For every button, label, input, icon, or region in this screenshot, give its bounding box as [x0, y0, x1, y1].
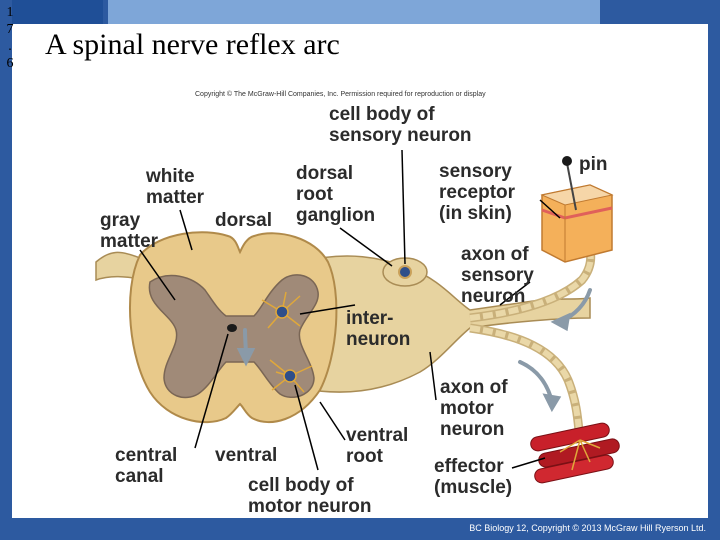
label-dorsal: dorsal	[215, 210, 273, 231]
top-banner-center	[108, 0, 600, 24]
label-central-canal: central canal	[115, 445, 178, 487]
left-border	[0, 0, 12, 540]
top-banner	[0, 0, 720, 24]
top-banner-right	[604, 0, 720, 24]
footer-bar	[0, 518, 720, 540]
central-canal	[227, 324, 237, 332]
slide-number-digit: .	[8, 39, 12, 54]
footer-copyright: BC Biology 12, Copyright © 2013 McGraw H…	[469, 523, 706, 533]
label-cell-body-sensory: cell body of sensory neuron	[329, 104, 472, 146]
leader-lines	[139, 149, 561, 471]
label-cell-body-motor: cell body of motor neuron	[248, 475, 372, 517]
pin-icon	[562, 156, 577, 211]
label-dorsal-root-ganglion: dorsal root ganglion	[296, 163, 376, 226]
label-axon-motor: axon of motor neuron	[440, 377, 508, 440]
slide-title: A spinal nerve reflex arc	[45, 28, 340, 61]
skin-block	[540, 184, 614, 263]
motor-neuron	[269, 359, 313, 393]
label-gray-matter: gray matter	[100, 210, 159, 252]
label-ventral-root: ventral root	[346, 425, 409, 467]
label-sensory-receptor: sensory receptor (in skin)	[439, 161, 516, 224]
figure-copyright: Copyright © The McGraw-Hill Companies, I…	[195, 91, 486, 98]
interneuron	[261, 291, 301, 329]
impulse-arrows	[236, 288, 592, 413]
slide-number: 1 7 . 6	[3, 4, 17, 72]
top-banner-left	[0, 0, 103, 24]
label-pin: pin	[579, 154, 608, 175]
muscle-bundle	[530, 422, 620, 484]
right-border	[708, 0, 720, 540]
gray-matter	[148, 274, 319, 399]
slide-number-digit: 1	[6, 5, 14, 20]
label-white-matter: white matter	[146, 166, 205, 208]
label-axon-sensory: axon of sensory neuron	[461, 244, 534, 307]
slide-number-digit: 7	[6, 22, 14, 37]
label-interneuron: inter- neuron	[346, 308, 411, 350]
label-ventral: ventral	[215, 445, 278, 466]
label-effector: effector (muscle)	[434, 456, 513, 498]
sensory-cell-body	[398, 265, 412, 279]
slide-number-digit: 6	[6, 56, 14, 71]
